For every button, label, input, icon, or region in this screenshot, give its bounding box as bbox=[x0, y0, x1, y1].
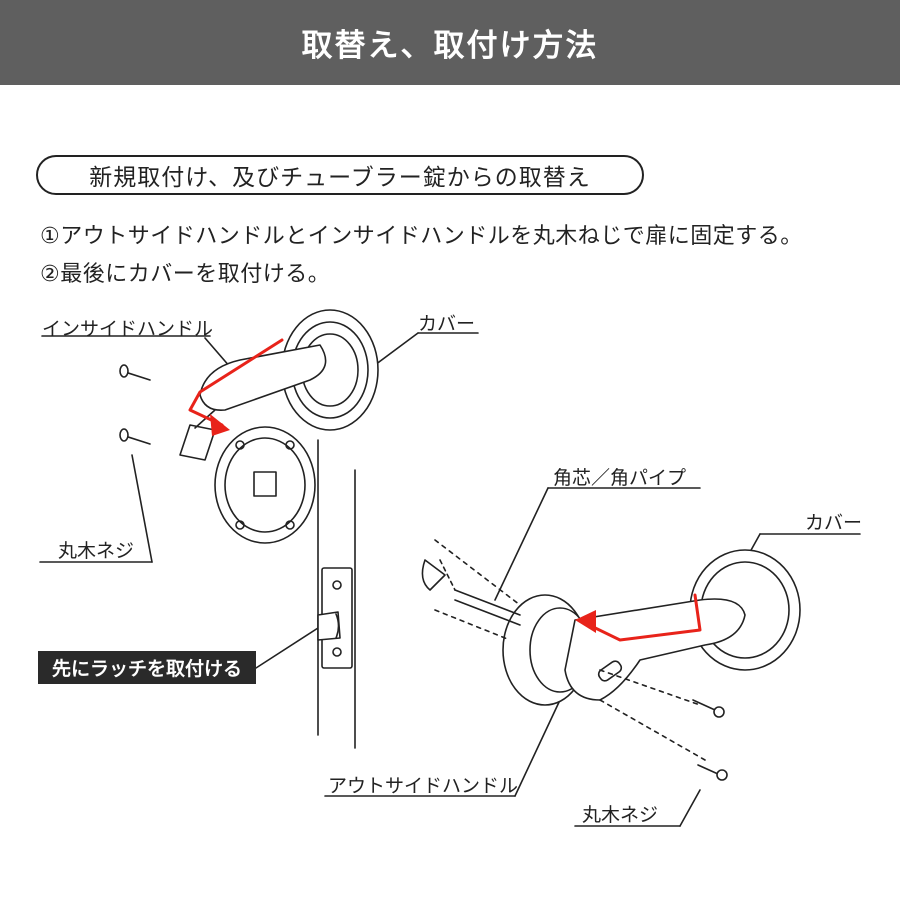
leader-lines bbox=[39, 332, 861, 827]
inside-handle-label: インサイドハンドル bbox=[42, 318, 214, 340]
red-arrows bbox=[188, 338, 702, 642]
core-pipe-label: 角芯／角パイプ bbox=[553, 467, 687, 489]
wood-screw-label-1: 丸木ネジ bbox=[58, 540, 135, 562]
outside-handle-label: アウトサイドハンドル bbox=[328, 775, 519, 797]
door-edge bbox=[317, 439, 356, 749]
cover-label-2: カバー bbox=[805, 512, 863, 534]
page-title: 取替え、取付け方法 bbox=[301, 28, 599, 64]
step-2-text: ②最後にカバーを取付ける。 bbox=[40, 262, 331, 287]
inside-handle-drawing bbox=[119, 309, 379, 544]
section-heading-box: 新規取付け、及びチューブラー錠からの取替え bbox=[36, 155, 644, 195]
outside-handle-drawing bbox=[421, 539, 801, 781]
arrow-head-2 bbox=[575, 610, 596, 633]
section-heading: 新規取付け、及びチューブラー錠からの取替え bbox=[89, 165, 591, 191]
arrow-head-1 bbox=[210, 414, 230, 436]
step-1-text: ①アウトサイドハンドルとインサイドハンドルを丸木ねじで扉に固定する。 bbox=[40, 224, 803, 249]
latch-note-badge: 先にラッチを取付ける bbox=[38, 651, 256, 684]
wood-screw-label-2: 丸木ネジ bbox=[582, 804, 659, 826]
cover-label-1: カバー bbox=[418, 313, 476, 335]
header-bar: 取替え、取付け方法 bbox=[0, 0, 900, 85]
